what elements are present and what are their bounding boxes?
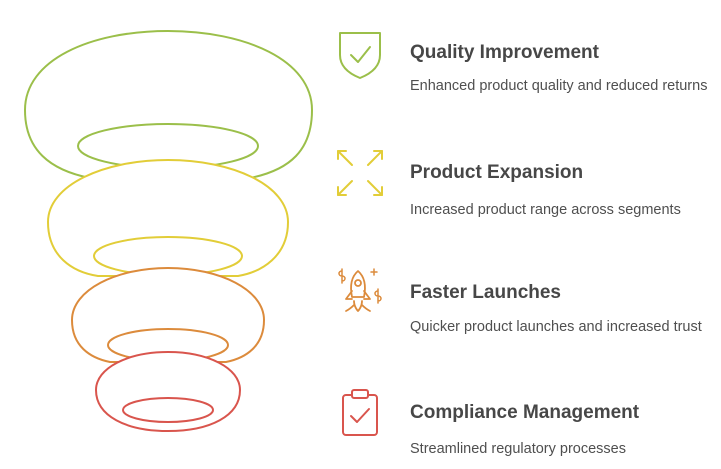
funnel-level-quality [23,29,314,179]
item-desc-quality: Enhanced product quality and reduced ret… [410,78,708,94]
item-desc-launches: Quicker product launches and increased t… [410,319,702,335]
item-title-launches: Faster Launches [410,282,561,303]
expand-arrows-icon [337,150,383,196]
item-desc-compliance: Streamlined regulatory processes [410,441,626,457]
rocket-icon [338,268,382,312]
item-title-quality: Quality Improvement [410,42,599,63]
item-desc-expansion: Increased product range across segments [410,202,681,218]
item-title-expansion: Product Expansion [410,162,584,183]
funnel-level-compliance [94,350,242,433]
shield-check-icon [339,32,381,79]
funnel-level-launches [70,266,266,363]
funnel-ring-inner [122,397,214,423]
funnel-level-expansion [46,158,290,277]
funnel-diagram [23,29,314,433]
item-title-compliance: Compliance Management [410,402,640,423]
clipboard-check-icon [342,389,378,436]
